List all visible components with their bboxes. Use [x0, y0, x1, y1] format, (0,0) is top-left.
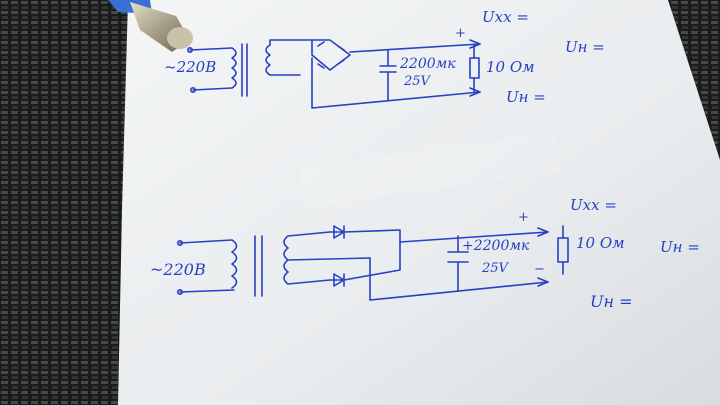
bottom-u-n-bottom: Uн =: [590, 292, 633, 311]
bottom-u-n-right: Uн =: [660, 238, 700, 256]
bottom-u-xx: Uxx =: [570, 196, 617, 214]
top-resistor-label: 10 Ом: [486, 58, 535, 76]
top-plus-sign: +: [455, 26, 466, 41]
pen: [108, 0, 193, 52]
bottom-minus-sign: −: [534, 262, 545, 277]
bottom-capacitor-label: +2200мк: [462, 238, 530, 254]
schematic-top-drawing: [187, 39, 481, 109]
schematic-bottom-drawing: [177, 225, 569, 301]
bottom-mains-voltage: ~220В: [150, 260, 206, 279]
top-mains-voltage: ~220В: [164, 58, 217, 76]
paper-sheet: [118, 0, 720, 405]
top-capacitor-voltage: 25V: [404, 74, 430, 89]
top-u-n-right: Uн =: [565, 38, 605, 56]
bottom-resistor-label: 10 Ом: [576, 234, 625, 252]
bottom-plus-sign: +: [518, 210, 529, 225]
top-u-n-bottom: Uн =: [506, 88, 546, 106]
top-u-xx: Uxx =: [482, 8, 529, 26]
bottom-capacitor-voltage: 25V: [482, 261, 508, 276]
top-capacitor-label: 2200мк: [400, 56, 456, 72]
